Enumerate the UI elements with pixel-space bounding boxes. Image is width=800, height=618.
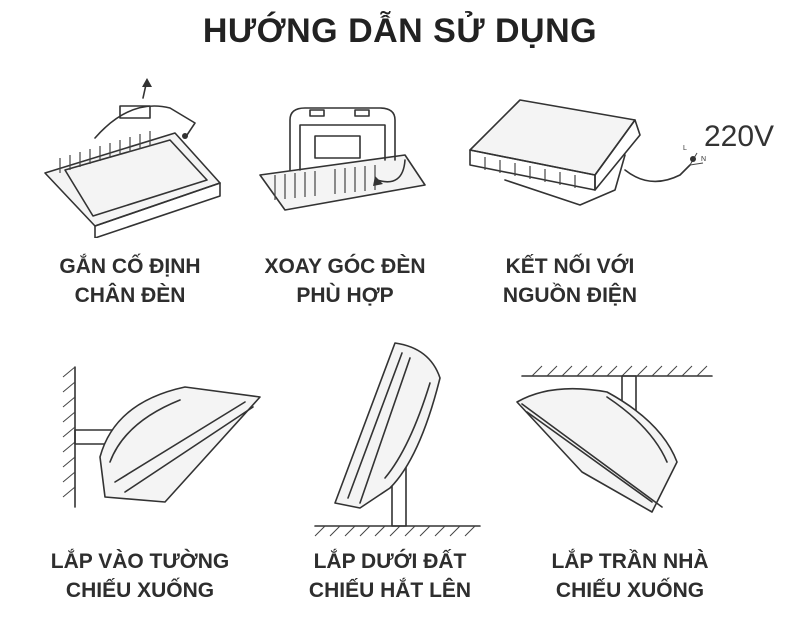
rotate-angle-icon bbox=[255, 100, 435, 225]
install-3-caption: LẮP TRẦN NHÀ CHIẾU XUỐNG bbox=[551, 550, 709, 602]
ceiling-mount-icon bbox=[512, 362, 722, 522]
wire-label-l: L bbox=[683, 145, 687, 152]
page-title: HƯỚNG DẪN SỬ DỤNG bbox=[202, 12, 598, 50]
wire-label-n: N bbox=[701, 156, 706, 163]
install-1-caption: LẮP VÀO TƯỜNG CHIẾU XUỐNG bbox=[50, 550, 230, 602]
install-2-caption: LẮP DƯỚI ĐẤT CHIẾU HẮT LÊN bbox=[308, 550, 472, 602]
step-2-caption: XOAY GÓC ĐÈN PHÙ HỢP bbox=[264, 255, 426, 307]
voltage-label: 220V bbox=[704, 120, 775, 153]
power-connect-icon: L N bbox=[465, 95, 715, 225]
step-3-caption: KẾT NỐI VỚI NGUỒN ĐIỆN bbox=[502, 255, 638, 307]
wall-mount-icon bbox=[55, 362, 265, 512]
step-1-caption: GẮN CỐ ĐỊNH CHÂN ĐÈN bbox=[59, 255, 201, 307]
mount-bracket-icon bbox=[35, 78, 235, 238]
ground-mount-icon bbox=[310, 338, 485, 538]
